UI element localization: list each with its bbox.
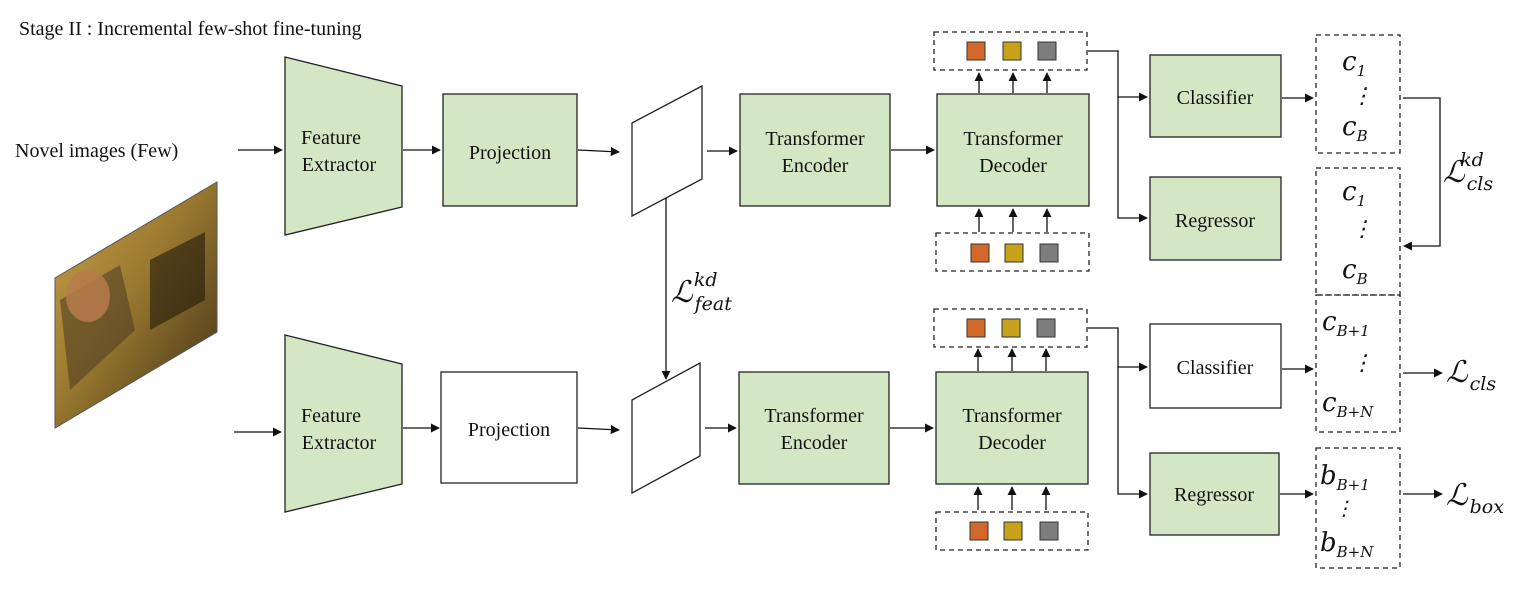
regressor-bottom <box>1149 452 1280 536</box>
connectors <box>234 50 1443 510</box>
student-base-output <box>1315 167 1401 296</box>
query-token-out-bottom-3 <box>1036 318 1056 338</box>
teacher-class-output <box>1315 34 1401 154</box>
query-token-out-bottom-2 <box>1001 318 1021 338</box>
feature-extractor-top-label-2: Extractor <box>302 154 377 176</box>
transformer-decoder-top-label-1: Transformer <box>963 128 1063 150</box>
query-token-in-bottom-1 <box>969 521 989 541</box>
feature-map-bottom <box>631 361 701 495</box>
transformer-encoder-top <box>739 93 891 207</box>
input-image <box>54 181 218 429</box>
teacher-vdots: ⋮ <box>1351 84 1373 109</box>
query-token-out-top-2 <box>1002 41 1022 61</box>
query-token-in-top-3 <box>1039 243 1059 263</box>
feature-extractor-bottom <box>284 334 403 513</box>
query-output-group-bottom <box>933 308 1088 348</box>
classifier-bottom <box>1149 323 1282 409</box>
query-input-group-top <box>935 232 1090 272</box>
query-token-in-bottom-3 <box>1039 521 1059 541</box>
projection-bottom <box>440 371 578 484</box>
student-box-vdots: ⋮ <box>1334 496 1354 520</box>
regressor-bottom-label: Regressor <box>1174 484 1254 506</box>
student-cBN: cB+N <box>1322 388 1374 421</box>
input-label: Novel images (Few) <box>15 140 178 162</box>
feature-extractor-bottom-label-2: Extractor <box>302 432 377 454</box>
regressor-top-label: Regressor <box>1175 210 1255 232</box>
arrow-route-bottom-reg <box>1088 327 1148 499</box>
feature-extractor-top <box>284 56 403 236</box>
arrow-route-top-reg <box>1088 50 1148 223</box>
transformer-encoder-top-label-1: Transformer <box>765 128 865 150</box>
student-c1: c1 <box>1342 177 1366 210</box>
transformer-decoder-top-label-2: Decoder <box>979 155 1047 177</box>
student-novel-vdots: ⋮ <box>1351 351 1373 376</box>
query-token-in-bottom-2 <box>1003 521 1023 541</box>
student-box-output <box>1315 447 1401 569</box>
query-input-group-bottom <box>935 511 1089 551</box>
feature-map-top <box>631 84 703 218</box>
transformer-encoder-bottom-label-2: Encoder <box>781 432 848 454</box>
query-token-out-bottom-1 <box>966 318 986 338</box>
feature-extractor-bottom-label-1: Feature <box>301 405 361 427</box>
teacher-cB: cB <box>1342 112 1368 145</box>
projection-top-label: Projection <box>469 142 551 164</box>
diagram-title: Stage II : Incremental few-shot fine-tun… <box>19 18 362 40</box>
projection-top <box>442 93 578 207</box>
student-cB1: cB+1 <box>1322 307 1370 340</box>
query-token-out-top-3 <box>1037 41 1057 61</box>
query-output-group-top <box>933 31 1088 71</box>
classifier-top <box>1149 54 1282 138</box>
query-token-in-top-2 <box>1004 243 1024 263</box>
transformer-decoder-bottom-label-1: Transformer <box>962 405 1062 427</box>
transformer-decoder-bottom-label-2: Decoder <box>978 432 1046 454</box>
projection-bottom-label: Projection <box>468 419 550 441</box>
query-token-in-top-1 <box>970 243 990 263</box>
regressor-top <box>1149 176 1282 261</box>
transformer-encoder-bottom-label-1: Transformer <box>764 405 864 427</box>
student-novel-output <box>1315 294 1401 433</box>
transformer-decoder-bottom <box>935 371 1089 485</box>
classifier-top-label: Classifier <box>1177 87 1254 109</box>
transformer-encoder-bottom <box>738 371 890 485</box>
student-bB1: bB+1 <box>1320 461 1370 494</box>
transformer-decoder-top <box>936 93 1090 207</box>
student-base-vdots: ⋮ <box>1351 217 1373 242</box>
arrow-proj-feat-top <box>577 147 620 157</box>
teacher-c1: c1 <box>1342 47 1366 80</box>
arrow-proj-feat-bottom <box>577 425 620 435</box>
classifier-bottom-label: Classifier <box>1177 357 1254 379</box>
arrow-kd-cls <box>1403 97 1441 251</box>
student-bBN: bB+N <box>1320 528 1374 561</box>
transformer-encoder-top-label-2: Encoder <box>782 155 849 177</box>
query-token-out-top-1 <box>966 41 986 61</box>
feature-extractor-top-label-1: Feature <box>301 127 361 149</box>
student-cB: cB <box>1342 255 1368 288</box>
